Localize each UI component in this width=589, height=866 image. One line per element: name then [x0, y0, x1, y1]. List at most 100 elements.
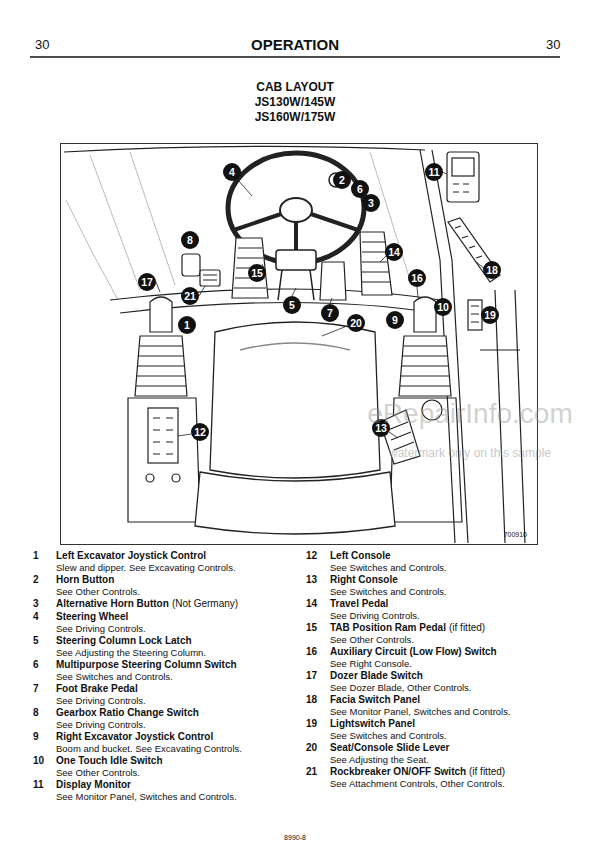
callout-circle: 6	[351, 180, 369, 198]
pedals-part	[182, 254, 200, 276]
callout-circle: 11	[425, 163, 443, 181]
callout-circle: 19	[481, 306, 499, 324]
callout-number: 12	[194, 427, 206, 438]
cab-structure	[64, 146, 525, 543]
model-subtitle: JS160W/175W	[255, 111, 336, 123]
callout-number: 21	[184, 291, 196, 302]
callout-circle: 8	[181, 231, 199, 249]
callout-number: 16	[411, 273, 423, 284]
part-name: Right Excavator Joystick Control	[56, 732, 213, 742]
part-reference: See Other Controls.	[330, 635, 414, 645]
operator-seat	[195, 322, 395, 534]
callout-circle: 1	[178, 316, 196, 334]
part-name: One Touch Idle Switch	[56, 756, 163, 766]
key-number: 15	[306, 623, 317, 633]
consoles-part	[128, 398, 200, 522]
callout-number: 7	[327, 308, 333, 319]
part-name: Display Monitor	[56, 780, 131, 790]
callout-circle: 15	[248, 264, 266, 282]
part-name: Facia Switch Panel	[330, 695, 420, 705]
windscreen-glass-part	[130, 152, 175, 285]
callout-number: 8	[187, 235, 193, 246]
callout-number: 15	[251, 268, 263, 279]
windscreen-glass	[66, 152, 410, 300]
pedals-part	[360, 232, 392, 295]
leader-lines-part	[389, 432, 398, 438]
joysticks-part	[414, 297, 436, 332]
callout-number: 6	[357, 184, 363, 195]
watermark-text: watermark only on this sample	[389, 447, 551, 459]
part-reference: See Adjusting the Seat.	[330, 755, 429, 765]
callout-number: 9	[392, 315, 398, 326]
part-reference: See Driving Controls.	[56, 696, 146, 706]
part-reference: See Driving Controls.	[330, 611, 420, 621]
operator-seat-part	[240, 343, 350, 350]
part-name: Seat/Console Slide Lever	[330, 743, 450, 753]
part-name: Multipurpose Steering Column Switch	[56, 660, 237, 670]
callout-circle: 20	[347, 314, 365, 332]
part-name: Steering Wheel	[56, 612, 128, 622]
key-number: 11	[33, 780, 44, 790]
key-number: 9	[33, 732, 39, 742]
right-panels-part	[448, 218, 500, 282]
part-reference: Slew and dipper. See Excavating Controls…	[56, 563, 236, 573]
key-number: 17	[306, 671, 317, 681]
consoles-part	[153, 418, 173, 454]
key-number: 20	[306, 743, 317, 753]
part-name: Foot Brake Pedal	[56, 684, 138, 694]
part-reference: See Driving Controls.	[56, 624, 146, 634]
page-code: 8990-8	[284, 834, 306, 841]
key-number: 8	[33, 708, 39, 718]
callout-number: 3	[368, 198, 374, 209]
callout-circle: 16	[408, 269, 426, 287]
steering-wheel-part	[276, 250, 316, 270]
callout-number: 5	[289, 300, 295, 311]
leader-lines-part	[417, 287, 418, 298]
illustration-frame: 700910123456789101112131415161718192021	[60, 143, 538, 545]
model-subtitle: JS130W/145W	[255, 96, 336, 108]
right-panels	[447, 152, 500, 330]
section-heading: OPERATION	[251, 37, 339, 52]
leader-lines-part	[380, 256, 386, 262]
key-number: 18	[306, 695, 317, 705]
right-panels-part	[452, 158, 474, 176]
pedals-part	[232, 238, 268, 298]
callout-number: 19	[484, 310, 496, 321]
leader-lines-part	[156, 282, 160, 292]
consoles-part	[172, 474, 180, 482]
part-name: Dozer Blade Switch	[330, 671, 423, 681]
part-name: Horn Button	[56, 575, 114, 585]
leader-lines-part	[178, 434, 191, 436]
steering-wheel-part	[280, 198, 312, 222]
leader-lines-part	[199, 286, 205, 296]
windscreen-glass-part	[66, 200, 118, 300]
callout-circle: 5	[283, 296, 301, 314]
part-reference: Boom and bucket. See Excavating Controls…	[56, 744, 242, 754]
callout-number: 17	[141, 277, 153, 288]
callout-circle: 17	[138, 273, 156, 291]
leader-lines	[156, 172, 484, 438]
cab-structure-part	[64, 146, 425, 152]
pedals-part	[234, 248, 266, 288]
part-name: Left Console	[330, 551, 391, 561]
part-name: Left Excavator Joystick Control	[56, 551, 206, 561]
joysticks-part	[135, 336, 187, 396]
key-number: 6	[33, 660, 39, 670]
joysticks-part	[136, 346, 186, 386]
key-number: 14	[306, 599, 317, 609]
callout-circle: 7	[321, 304, 339, 322]
callout-number: 18	[486, 265, 498, 276]
part-reference: See Switches and Controls.	[330, 563, 447, 573]
callout-circle: 9	[386, 311, 404, 329]
pedals-part	[200, 270, 220, 286]
leader-lines-part	[322, 326, 347, 336]
consoles-part	[146, 474, 154, 482]
key-number: 1	[33, 551, 39, 561]
pedals-part	[320, 262, 346, 300]
part-reference: See Switches and Controls.	[330, 587, 447, 597]
part-reference: See Right Console.	[330, 659, 412, 669]
watermark-text: eRepairInfo.com	[367, 400, 572, 428]
part-note: (if fitted)	[449, 623, 485, 633]
pedals	[182, 232, 392, 300]
part-reference: See Monitor Panel, Switches and Controls…	[56, 792, 237, 802]
